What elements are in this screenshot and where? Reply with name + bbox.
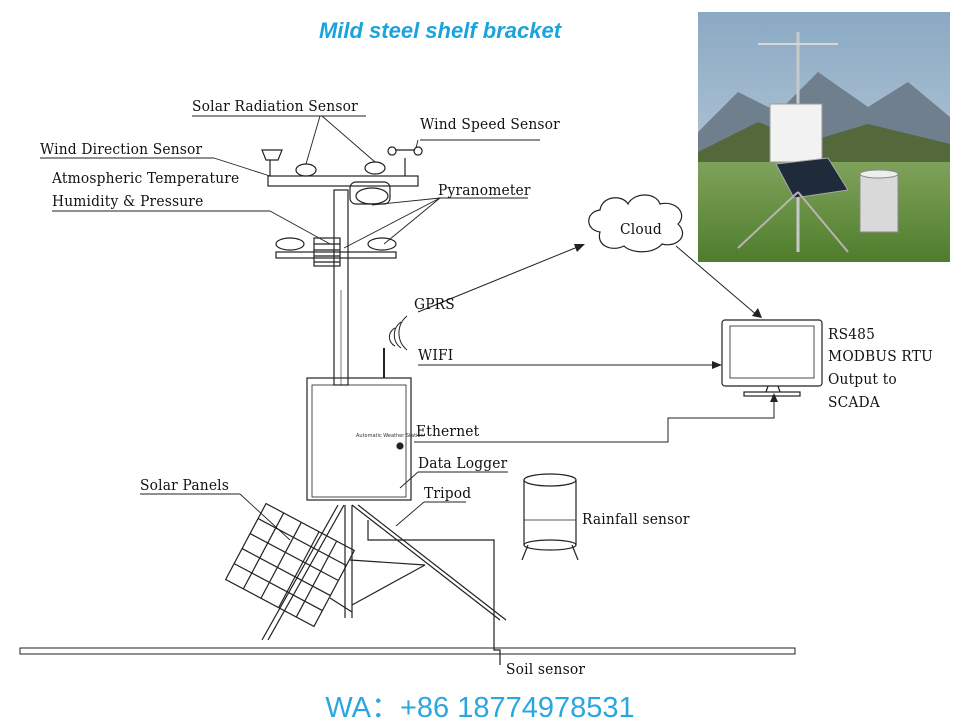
wind-cups	[387, 146, 423, 176]
page-title: Mild steel shelf bracket	[318, 18, 562, 43]
station-photo	[698, 12, 950, 262]
label-data-logger: Data Logger	[418, 454, 508, 472]
label-solar-radiation-sensor: Solar Radiation Sensor	[192, 97, 358, 115]
label-soil-sensor: Soil sensor	[506, 660, 586, 678]
label-wind-direction-sensor: Wind Direction Sensor	[40, 140, 203, 158]
contact-whatsapp[interactable]: WA：+86 18774978531	[325, 692, 635, 724]
solar-panel	[224, 502, 356, 628]
label-modbus-rtu: MODBUS RTU	[828, 347, 933, 365]
label-atmospheric-temperature: Atmospheric Temperature	[52, 169, 240, 187]
label-gprs: GPRS	[414, 295, 455, 313]
ground-line	[19, 647, 796, 655]
label-wind-speed-sensor: Wind Speed Sensor	[420, 115, 560, 133]
label-tripod: Tripod	[424, 484, 472, 502]
label-solar-panels: Solar Panels	[140, 476, 230, 494]
arrowheads	[574, 244, 778, 402]
label-cloud: Cloud	[620, 220, 662, 238]
label-wifi: WIFI	[418, 346, 454, 364]
soil-sensor-cable	[367, 520, 501, 665]
monitor	[721, 319, 823, 387]
wind-vane	[261, 149, 283, 176]
label-pyranometer: Pyranometer	[438, 181, 531, 199]
label-humidity-pressure: Humidity & Pressure	[52, 192, 204, 210]
cloud-shape	[588, 194, 684, 253]
label-rainfall-sensor: Rainfall sensor	[582, 510, 690, 528]
label-ethernet: Ethernet	[416, 422, 480, 440]
rainfall-sensor	[521, 473, 579, 561]
label-rs485: RS485	[828, 325, 876, 343]
data-logger-box	[306, 377, 412, 501]
pyranometer-right	[367, 237, 397, 251]
pyranometer-left	[275, 237, 305, 251]
sensor-crossbar	[267, 175, 419, 187]
logger-brand-text: Automatic Weather Station	[356, 433, 424, 439]
leader-lines	[40, 115, 540, 541]
connection-lines	[414, 245, 775, 443]
label-output-to: Output to	[828, 370, 897, 388]
tripod	[261, 504, 507, 641]
label-scada: SCADA	[828, 393, 880, 411]
